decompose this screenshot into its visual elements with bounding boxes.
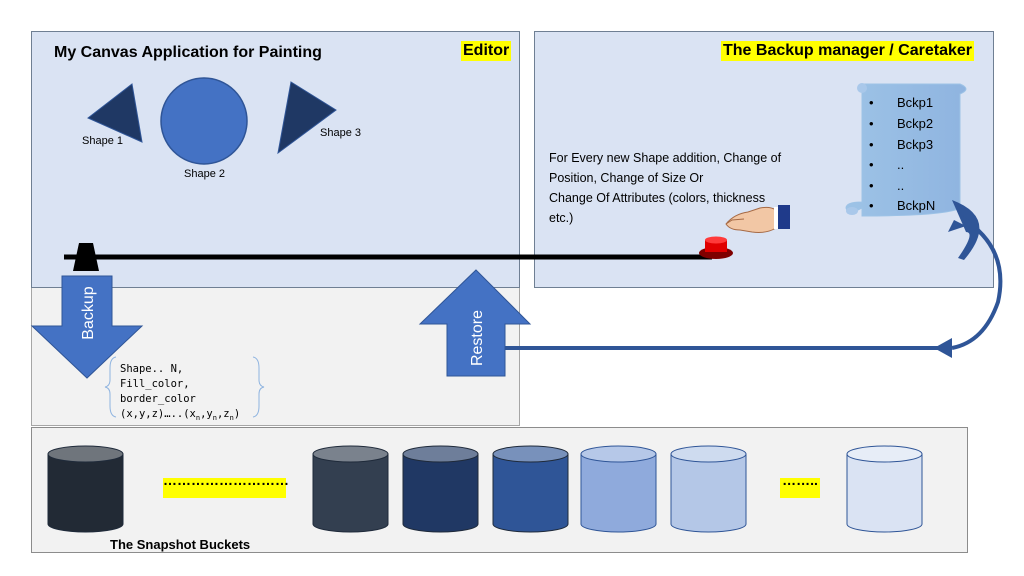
snapshot-bucket xyxy=(670,445,747,533)
backup-list-item: Bckp2 xyxy=(869,116,933,131)
ellipsis-highlight-left: ……………………… xyxy=(163,472,289,498)
restore-path-arrow xyxy=(505,216,1003,358)
backup-trigger-button xyxy=(699,236,733,259)
restore-arrow xyxy=(418,269,532,377)
backup-arrow xyxy=(30,275,144,379)
field-coordinates: (x,y,z)…..(xn,yn,zn) xyxy=(120,408,241,423)
left-brace xyxy=(104,356,117,418)
snapshot-buckets-label: The Snapshot Buckets xyxy=(110,537,251,552)
restore-arrow-label: Restore xyxy=(469,310,486,366)
backup-list-item: Bckp3 xyxy=(869,137,933,152)
right-brace xyxy=(252,356,265,418)
field-shape: Shape.. N, xyxy=(120,363,184,375)
snapshot-bucket xyxy=(580,445,657,533)
shape-3-label: Shape 3 xyxy=(320,127,361,139)
backup-list-item: .. xyxy=(869,178,904,193)
trigger-line-1: For Every new Shape addition, Change of xyxy=(549,151,782,165)
trigger-line-4: etc.) xyxy=(549,211,574,225)
snapshot-bucket xyxy=(312,445,389,533)
backup-list-item: Bckp1 xyxy=(869,95,933,110)
bckpn-curved-arrow xyxy=(948,200,980,260)
backup-arrow-label: Backup xyxy=(80,286,97,339)
snapshot-bucket xyxy=(846,445,923,533)
snapshot-fields: Shape.. N, Fill_color, border_color (x,y… xyxy=(120,362,240,426)
caretaker-label: The Backup manager / Caretaker xyxy=(721,41,974,61)
shape-1-label: Shape 1 xyxy=(82,135,123,147)
snapshot-bucket xyxy=(402,445,479,533)
trigger-line-2: Position, Change of Size Or xyxy=(549,171,704,185)
snapshot-bucket xyxy=(492,445,569,533)
field-fill-color: Fill_color, xyxy=(120,378,190,390)
shape-2-label: Shape 2 xyxy=(184,168,225,180)
backup-list-item: .. xyxy=(869,157,904,172)
trigger-description: For Every new Shape addition, Change of … xyxy=(549,148,781,228)
pointing-hand-icon xyxy=(725,205,790,233)
line-anchor xyxy=(73,243,99,271)
backup-list-item: BckpN xyxy=(869,198,935,213)
shape-3-triangle xyxy=(277,81,337,155)
snapshot-bucket xyxy=(47,445,124,533)
shape-1-triangle xyxy=(87,83,143,143)
field-border-color: border_color xyxy=(120,393,196,405)
trigger-line-3: Change Of Attributes (colors, thickness xyxy=(549,191,766,205)
editor-label: Editor xyxy=(461,41,512,61)
editor-panel xyxy=(31,31,520,288)
canvas-app-title: My Canvas Application for Painting xyxy=(54,44,322,61)
shape-2-circle xyxy=(160,77,248,165)
ellipsis-highlight-right: …….. xyxy=(780,472,820,498)
snapshot-buckets xyxy=(47,445,923,533)
